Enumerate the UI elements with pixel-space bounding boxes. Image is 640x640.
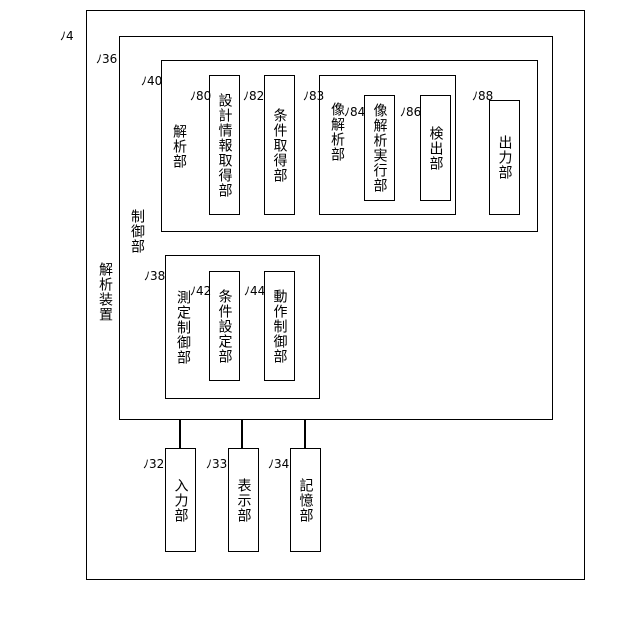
storage-unit-ref: ﾉ34: [268, 458, 289, 470]
image-analysis-label: 像解析部: [330, 102, 344, 162]
image-analysis-execution-ref: ﾉ84: [344, 106, 365, 118]
design-info-acquisition-label: 設計情報取得部: [218, 93, 232, 198]
output-box: 出力部: [489, 100, 520, 215]
condition-setting-label: 条件設定部: [218, 289, 232, 364]
control-unit-ref: ﾉ36: [96, 53, 117, 65]
detection-label: 検出部: [429, 126, 443, 171]
condition-setting-box: 条件設定部: [209, 271, 240, 381]
connector-storage: [304, 420, 306, 448]
input-unit-ref: ﾉ32: [143, 458, 164, 470]
output-label: 出力部: [498, 135, 512, 180]
connector-input: [179, 420, 181, 448]
analysis-device-label: 解析装置: [98, 262, 112, 322]
display-unit-box: 表示部: [228, 448, 259, 552]
detection-ref: ﾉ86: [400, 106, 421, 118]
design-info-acquisition-box: 設計情報取得部: [209, 75, 240, 215]
measurement-control-ref: ﾉ38: [144, 270, 165, 282]
design-info-acquisition-ref: ﾉ80: [190, 90, 211, 102]
input-unit-label: 入力部: [174, 478, 188, 523]
storage-unit-box: 記憶部: [290, 448, 321, 552]
operation-control-ref: ﾉ44: [244, 285, 265, 297]
analysis-device-ref: ﾉ4: [60, 30, 74, 42]
operation-control-box: 動作制御部: [264, 271, 295, 381]
image-analysis-ref: ﾉ83: [303, 90, 324, 102]
analysis-unit-ref: ﾉ40: [141, 75, 162, 87]
condition-acquisition-box: 条件取得部: [264, 75, 295, 215]
operation-control-label: 動作制御部: [273, 289, 287, 364]
image-analysis-execution-box: 像解析実行部: [364, 95, 395, 201]
control-unit-label: 制御部: [130, 209, 144, 254]
analysis-unit-label: 解析部: [172, 124, 186, 169]
display-unit-label: 表示部: [237, 478, 251, 523]
condition-setting-ref: ﾉ42: [190, 285, 211, 297]
condition-acquisition-label: 条件取得部: [273, 108, 287, 183]
input-unit-box: 入力部: [165, 448, 196, 552]
measurement-control-label: 測定制御部: [176, 290, 190, 365]
output-ref: ﾉ88: [472, 90, 493, 102]
detection-box: 検出部: [420, 95, 451, 201]
image-analysis-execution-label: 像解析実行部: [373, 103, 387, 193]
condition-acquisition-ref: ﾉ82: [243, 90, 264, 102]
connector-display: [241, 420, 243, 448]
display-unit-ref: ﾉ33: [206, 458, 227, 470]
storage-unit-label: 記憶部: [299, 478, 313, 523]
